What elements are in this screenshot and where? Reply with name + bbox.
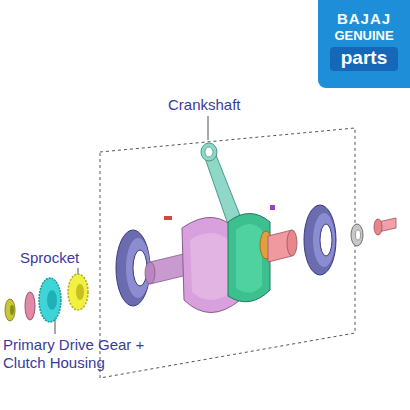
- leader-line: [208, 116, 209, 140]
- bolt: [374, 218, 396, 235]
- left-bearing: [116, 230, 150, 306]
- brand-name: BAJAJ: [322, 10, 406, 27]
- crank-right-shaft: [268, 230, 297, 262]
- brand-subtitle: GENUINE: [322, 29, 406, 44]
- left-parts: [5, 274, 88, 322]
- small-pin: [270, 205, 275, 210]
- part-label: Crankshaft: [168, 96, 241, 114]
- brand-word: parts: [330, 47, 398, 71]
- brand-logo: BAJAJ GENUINE parts: [318, 0, 410, 88]
- crank-web-right: [228, 214, 272, 302]
- small-pin: [164, 216, 172, 220]
- washer: [351, 224, 363, 246]
- part-label: Sprocket: [20, 249, 79, 267]
- part-label: Primary Drive Gear + Clutch Housing: [3, 336, 181, 372]
- right-bearing: [304, 205, 336, 275]
